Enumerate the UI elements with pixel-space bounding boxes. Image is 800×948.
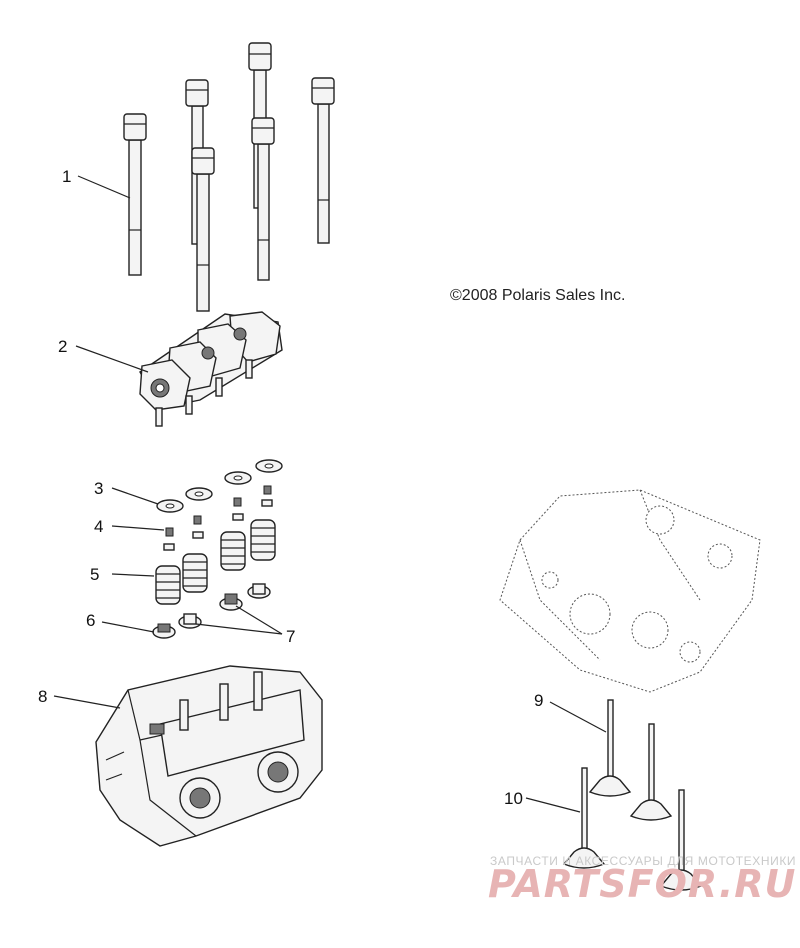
callout-8: 8: [38, 687, 47, 706]
valve-spring: [155, 565, 181, 605]
valve-keepers: [163, 485, 273, 551]
intake-valve: [588, 699, 632, 797]
head-bolt: [123, 113, 147, 276]
head-bolt: [251, 117, 275, 281]
callout-7: 7: [286, 627, 295, 646]
intake-valve: [629, 723, 673, 821]
head-bolts: [123, 42, 335, 312]
head-bolt: [191, 147, 215, 312]
valves: [562, 699, 703, 891]
callout-1: 1: [62, 167, 71, 186]
watermark-tagline: ЗАПЧАСТИ И АКСЕССУАРЫ ДЛЯ МОТОТЕХНИКИ: [490, 854, 797, 868]
exhaust-valve: [562, 767, 606, 869]
valve-spring: [250, 519, 276, 561]
cylinder-head-underside: [499, 489, 761, 693]
valve-springs: [155, 519, 276, 605]
callout-labels: 1 2 3 4 5 6 7 8 9 10: [38, 167, 543, 808]
callout-9: 9: [534, 691, 543, 710]
watermark-logo: PARTSFOR.RU: [488, 862, 797, 906]
valve-seals: [152, 583, 271, 639]
callout-10: 10: [504, 789, 523, 808]
callout-6: 6: [86, 611, 95, 630]
head-bolt: [311, 77, 335, 244]
valve-spring: [182, 553, 208, 593]
cylinder-head: [95, 665, 323, 847]
rocker-arm-assembly: [139, 311, 283, 427]
callout-3: 3: [94, 479, 103, 498]
exhaust-valve: [659, 789, 703, 891]
copyright-notice: ©2008 Polaris Sales Inc.: [450, 287, 626, 304]
valve-spring-retainers: [156, 459, 283, 513]
leader-lines: [53, 175, 607, 813]
callout-4: 4: [94, 517, 103, 536]
valve-spring: [220, 531, 246, 571]
callout-2: 2: [58, 337, 67, 356]
callout-5: 5: [90, 565, 99, 584]
